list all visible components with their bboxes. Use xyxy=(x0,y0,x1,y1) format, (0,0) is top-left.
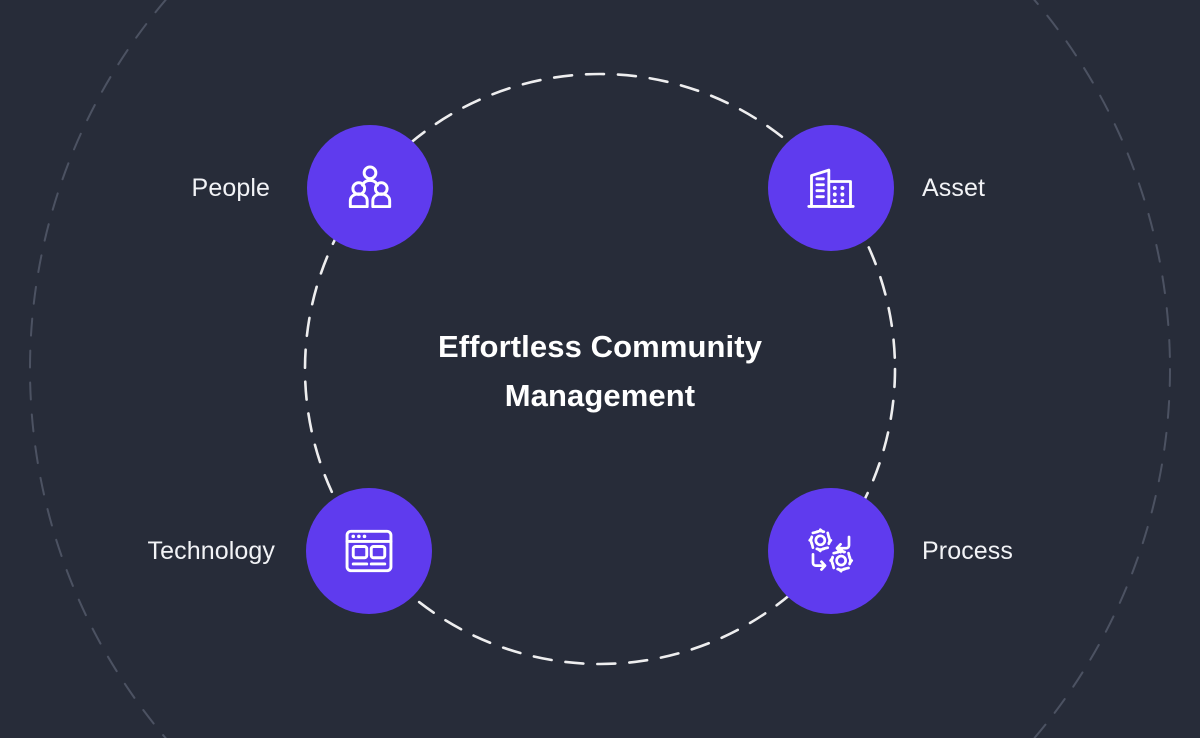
node-asset[interactable] xyxy=(768,125,894,251)
node-label-asset: Asset xyxy=(922,174,986,202)
center-title: Effortless Community Management xyxy=(0,322,1200,420)
node-people[interactable] xyxy=(307,125,433,251)
gears-cycle-icon xyxy=(804,524,858,578)
office-building-icon xyxy=(805,162,857,214)
people-group-icon xyxy=(343,161,397,215)
center-title-line-2: Management xyxy=(504,378,696,413)
browser-window-icon xyxy=(342,524,396,578)
node-label-technology: Technology xyxy=(147,537,275,565)
node-process[interactable] xyxy=(768,488,894,614)
center-title-line-1: Effortless Community xyxy=(437,329,763,364)
node-label-people: People xyxy=(191,174,270,202)
node-label-process: Process xyxy=(922,537,1014,565)
node-technology[interactable] xyxy=(306,488,432,614)
